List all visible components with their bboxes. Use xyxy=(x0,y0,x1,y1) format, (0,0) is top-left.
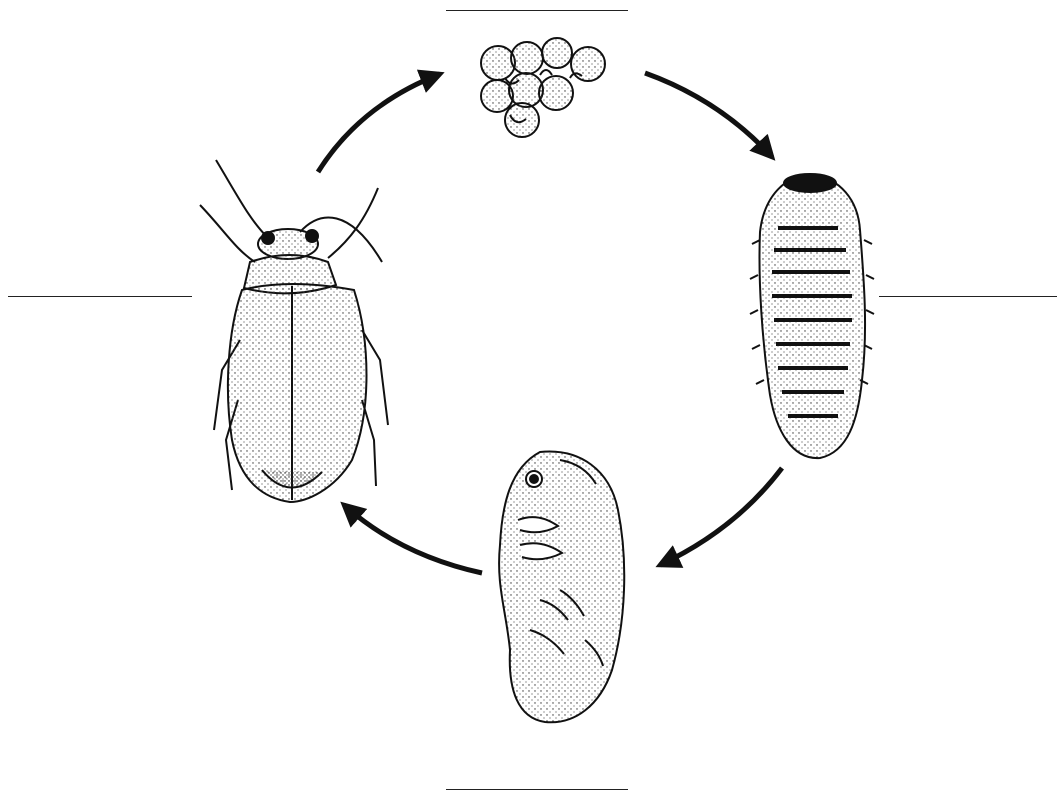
arrow-adult-to-eggs xyxy=(318,74,440,172)
adult-beetle-icon xyxy=(200,160,388,502)
arrow-eggs-to-larva xyxy=(645,73,772,157)
arrow-pupa-to-adult xyxy=(344,505,482,573)
egg-cluster-icon xyxy=(481,38,605,137)
pupa-icon xyxy=(499,452,624,723)
larva-icon xyxy=(750,174,874,458)
arrow-larva-to-pupa xyxy=(660,468,782,565)
